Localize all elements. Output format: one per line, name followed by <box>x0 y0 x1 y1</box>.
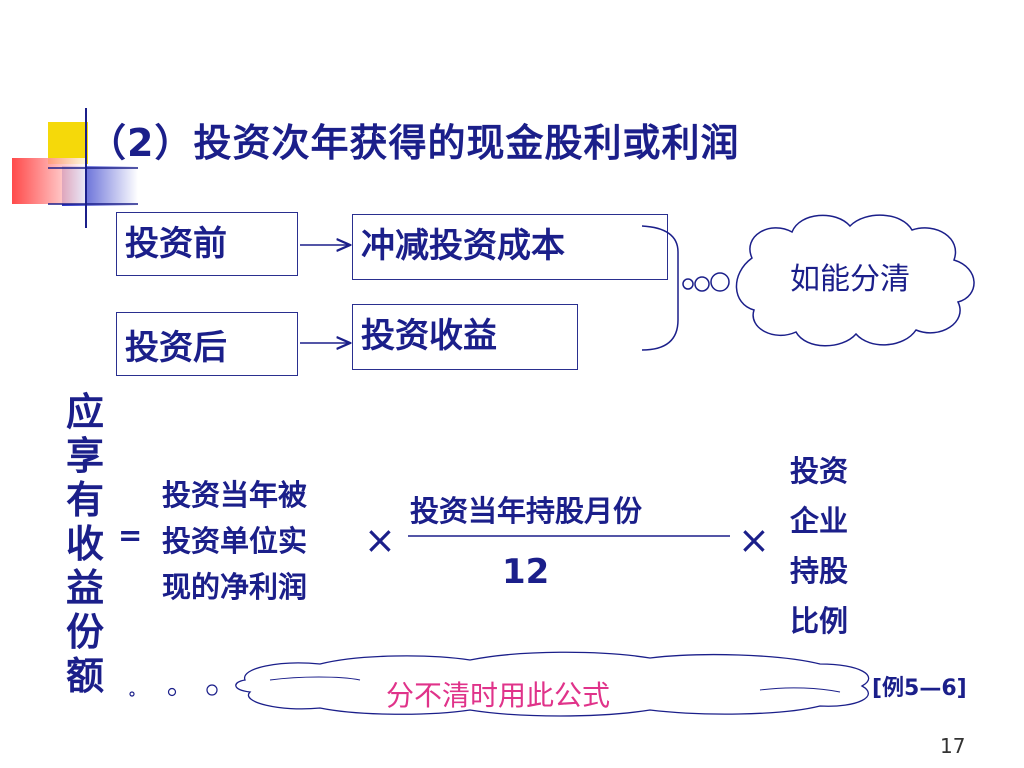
ratio-line: 企业 <box>790 504 849 538</box>
box-before-investment-label: 投资前 <box>125 224 227 264</box>
result-char: 享 <box>65 434 104 478</box>
cloud-note-if-distinguishable: 如能分清 <box>790 262 910 297</box>
box-after-investment: 投资后 <box>116 312 298 376</box>
box-reduce-cost: 冲减投资成本 <box>352 214 668 280</box>
ratio-line: 投资 <box>790 454 849 488</box>
result-char: 收 <box>65 522 104 566</box>
fraction-denominator: 12 <box>502 552 550 592</box>
box-reduce-cost-label: 冲减投资成本 <box>361 226 565 266</box>
page-number: 17 <box>940 734 966 758</box>
slide-logo-decoration <box>12 108 138 228</box>
box-investment-income: 投资收益 <box>352 304 578 370</box>
bottom-cloud-shape <box>235 651 870 717</box>
ratio-line: 持股 <box>790 554 849 588</box>
bottom-note-formula-usage: 分不清时用此公式 <box>386 679 611 712</box>
example-reference-link[interactable]: [例5—6] <box>872 676 967 701</box>
formula-result-label: 应 享 有 收 益 份 额 <box>60 390 110 698</box>
cloud-shape <box>735 214 975 347</box>
times-sign-1: × <box>364 518 396 562</box>
ratio-line: 比例 <box>790 604 849 638</box>
result-char: 应 <box>65 390 104 434</box>
box-after-investment-label: 投资后 <box>125 328 227 368</box>
times-sign-2: × <box>738 518 770 562</box>
box-before-investment: 投资前 <box>116 212 298 276</box>
equals-sign: = <box>118 518 143 552</box>
right-bracket <box>641 225 679 351</box>
result-char: 有 <box>65 478 104 522</box>
profit-line: 投资当年被 <box>162 478 308 512</box>
holding-ratio-description: 投资 企业 持股 比例 <box>790 446 848 646</box>
fraction-numerator: 投资当年持股月份 <box>410 494 643 528</box>
profit-line: 投资单位实 <box>162 524 308 558</box>
result-char: 份 <box>65 610 104 654</box>
result-char: 益 <box>65 566 104 610</box>
slide-title: （2）投资次年获得的现金股利或利润 <box>88 121 740 165</box>
box-investment-income-label: 投资收益 <box>361 316 497 356</box>
profit-description: 投资当年被 投资单位实 现的净利润 <box>162 472 307 610</box>
result-char: 额 <box>65 654 104 698</box>
profit-line: 现的净利润 <box>162 570 308 604</box>
